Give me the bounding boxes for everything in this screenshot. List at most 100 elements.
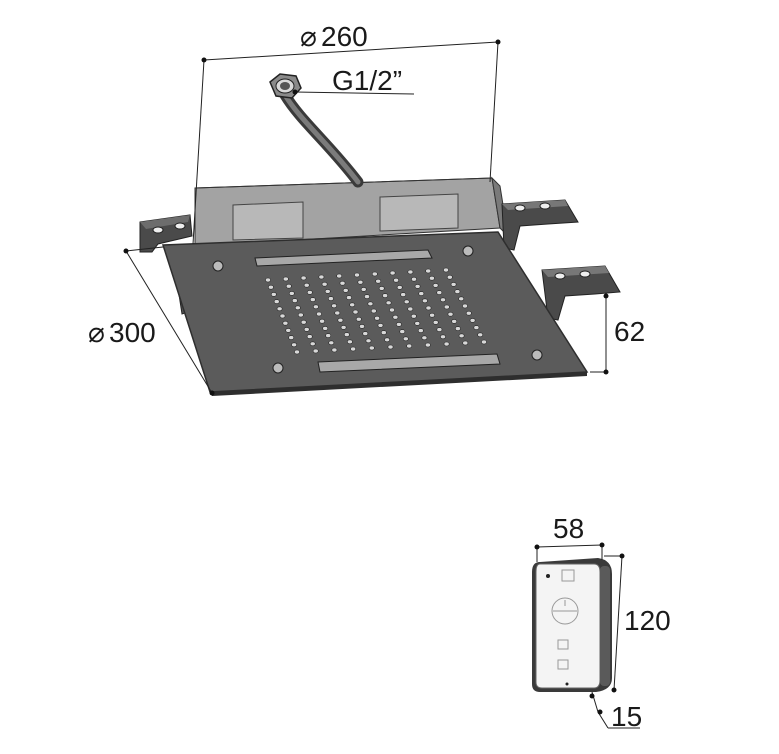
nozzle — [436, 290, 443, 295]
nozzle — [279, 313, 286, 319]
nozzle — [324, 289, 331, 294]
nozzle — [446, 274, 453, 280]
nozzle — [421, 335, 428, 341]
nozzle — [362, 331, 369, 336]
nozzle — [440, 334, 446, 340]
dimension-width: ⌀ 260 — [192, 21, 501, 245]
nozzle — [385, 300, 392, 306]
nozzle — [407, 269, 414, 275]
nozzle — [367, 301, 374, 307]
dimension-height: 62 — [590, 293, 645, 375]
nozzle — [368, 345, 375, 351]
nozzle — [265, 277, 271, 283]
button-middle-icon — [557, 639, 569, 650]
nozzle — [331, 303, 337, 309]
nozzle — [270, 292, 277, 297]
nozzle — [282, 276, 289, 282]
nozzle — [462, 303, 468, 309]
nozzle — [350, 346, 356, 352]
dimension-depth: ⌀ 300 — [88, 246, 215, 396]
status-led-icon — [546, 574, 550, 578]
nozzle — [458, 296, 465, 302]
nozzle — [312, 304, 319, 310]
nozzle — [424, 342, 431, 348]
left-mounting-bracket — [139, 214, 193, 253]
nozzle — [396, 285, 403, 290]
nozzle — [352, 309, 359, 315]
nozzle — [297, 312, 304, 318]
nozzle — [429, 312, 435, 318]
nozzle — [300, 319, 307, 325]
nozzle — [465, 310, 472, 316]
nozzle — [447, 311, 454, 317]
button-bottom-icon — [557, 659, 569, 670]
nozzle — [346, 339, 353, 345]
button-top-icon — [561, 569, 575, 582]
nozzle — [377, 323, 384, 328]
nozzle — [477, 332, 484, 338]
nozzle — [436, 327, 443, 332]
nozzle — [294, 305, 301, 311]
right-mounting-bracket-top — [501, 199, 579, 251]
nozzle — [342, 288, 349, 293]
nozzle — [469, 318, 476, 323]
remote-control: 58 120 15 — [532, 513, 671, 732]
nozzle — [340, 325, 347, 330]
nozzle — [309, 341, 316, 347]
nozzle — [380, 330, 387, 335]
dimension-remote-thickness: 15 — [589, 691, 642, 732]
nozzle — [440, 297, 446, 303]
dimension-remote-height: 120 — [604, 553, 671, 693]
nozzle — [359, 324, 365, 329]
nozzle — [360, 287, 367, 292]
remote-width-label: 58 — [553, 513, 584, 544]
nozzle — [403, 299, 410, 305]
nozzle — [339, 280, 346, 286]
nozzle — [393, 277, 399, 283]
nozzle — [354, 272, 360, 278]
nozzle — [458, 333, 465, 339]
remote-thickness-label: 15 — [611, 701, 642, 732]
remote-height-label: 120 — [624, 605, 671, 636]
shower-head-assembly: ⌀ 260 G1/2” ⌀ 300 62 — [88, 21, 645, 396]
dimension-remote-width: 58 — [534, 513, 605, 562]
nozzle — [291, 342, 297, 348]
right-mounting-bracket-bottom — [541, 265, 621, 321]
nozzle — [399, 329, 406, 334]
width-diameter-symbol: ⌀ — [300, 21, 317, 52]
connection-callout: G1/2” — [292, 65, 415, 96]
nozzle — [303, 282, 310, 288]
nozzle — [454, 289, 461, 294]
nozzle — [387, 344, 394, 350]
nozzle — [382, 293, 388, 298]
nozzle — [325, 333, 332, 338]
nozzle — [443, 341, 450, 347]
nozzle — [407, 306, 414, 312]
nozzle — [451, 319, 458, 324]
nozzle — [389, 307, 395, 313]
nozzle — [462, 340, 469, 346]
hex-nut-fitting — [269, 73, 302, 99]
nozzle — [328, 340, 335, 346]
nozzle — [288, 291, 295, 296]
nozzle — [306, 334, 313, 339]
nozzle — [319, 318, 325, 324]
dial-icon — [551, 597, 579, 625]
nozzle — [364, 294, 370, 299]
nozzle — [375, 278, 382, 284]
nozzle — [322, 326, 329, 331]
connection-label: G1/2” — [332, 65, 402, 96]
nozzle — [443, 267, 449, 273]
depth-diameter-symbol: ⌀ — [88, 317, 105, 348]
nozzle — [309, 297, 316, 302]
nozzle — [336, 273, 343, 279]
nozzle — [443, 304, 450, 310]
depth-dimension-label: 300 — [109, 317, 156, 348]
nozzle — [370, 308, 377, 314]
nozzle — [303, 327, 310, 332]
nozzle — [334, 310, 341, 316]
shower-plate — [161, 231, 589, 396]
nozzle — [273, 299, 280, 304]
nozzle — [291, 298, 298, 303]
